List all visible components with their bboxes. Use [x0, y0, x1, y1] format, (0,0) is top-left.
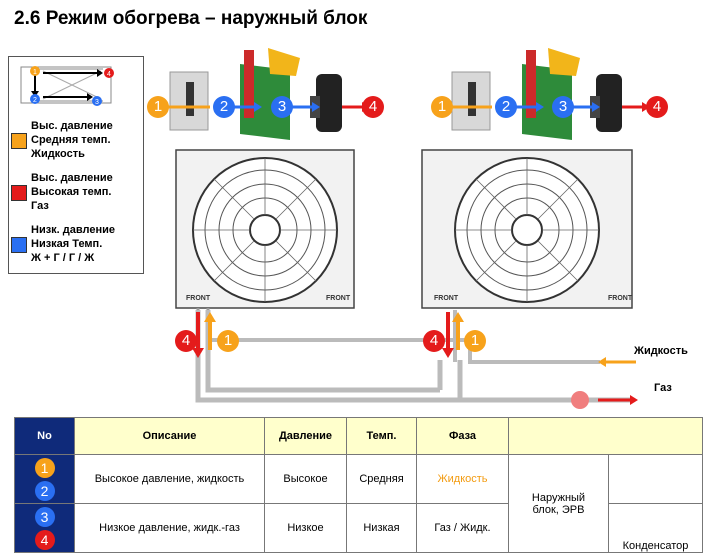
row-temp: Низкая: [346, 503, 417, 553]
row-number-3: 3: [34, 506, 55, 527]
legend-text-3: Низк. давление Низкая Темп. Ж + Г / Г / …: [31, 224, 115, 264]
legend-item-high-pressure-liquid: Выс. давление Средняя темп. Жидкость: [11, 119, 141, 165]
fan-icon: [268, 48, 300, 76]
row-pressure: Низкое: [264, 503, 347, 553]
row-phase: Газ / Жидк.: [416, 503, 509, 553]
step-1-marker: 1: [431, 96, 453, 118]
row-numbers: 3 4: [14, 503, 75, 553]
front-label-left: FRONT: [186, 295, 211, 302]
mini-step-1: 1: [33, 69, 37, 76]
legend-item-high-pressure-gas: Выс. давление Высокая темп. Газ: [11, 171, 141, 217]
empty-cell: [608, 454, 703, 504]
legend-swatch-orange: [11, 133, 27, 149]
step-4-marker: 4: [646, 96, 668, 118]
front-label-right: FRONT: [608, 295, 633, 302]
fan-icon: [548, 48, 580, 76]
page-title: 2.6 Режим обогрева – наружный блок: [14, 8, 368, 29]
front-label-right: FRONT: [326, 295, 351, 302]
mini-step-4: 4: [107, 71, 111, 78]
legend-swatch-red: [11, 185, 27, 201]
gas-pipe-label: Газ: [654, 382, 672, 394]
header-pressure: Давление: [264, 417, 347, 455]
row-temp: Средняя: [346, 454, 417, 504]
front-label-left: FRONT: [434, 295, 459, 302]
legend-text-1: Выс. давление Средняя темп. Жидкость: [31, 120, 113, 160]
component-partial-cell: Конденсатор: [608, 503, 703, 553]
legend-box: 1 2 3 4 Выс. давление Средняя темп. Жидк…: [8, 56, 144, 274]
step-3-marker: 3: [271, 96, 293, 118]
step-1-marker: 1: [217, 330, 239, 352]
header-phase: Фаза: [416, 417, 509, 455]
step-1-marker: 1: [464, 330, 486, 352]
legend-item-low-pressure: Низк. давление Низкая Темп. Ж + Г / Г / …: [11, 223, 141, 269]
header-component: [508, 417, 703, 455]
step-4-marker: 4: [175, 330, 197, 352]
header-no: No: [14, 417, 75, 455]
step-2-marker: 2: [213, 96, 235, 118]
mini-step-3: 3: [95, 99, 99, 106]
mini-step-2: 2: [33, 97, 37, 104]
row-number-1: 1: [34, 457, 55, 478]
compressor-image: [316, 74, 342, 132]
legend-swatch-blue: [11, 237, 27, 253]
step-4-marker: 4: [362, 96, 384, 118]
outdoor-unit-1: FRONT FRONT: [158, 48, 370, 320]
component-cell: Наружный блок, ЭРВ: [508, 454, 609, 553]
states-table: No Описание Давление Темп. Фаза 1 2 Высо…: [14, 417, 703, 553]
step-1-marker: 1: [147, 96, 169, 118]
row-numbers: 1 2: [14, 454, 75, 504]
step-3-marker: 3: [552, 96, 574, 118]
outdoor-unit-2: FRONT FRONT: [421, 48, 650, 309]
header-description: Описание: [74, 417, 265, 455]
row-description: Низкое давление, жидк.-газ: [74, 503, 265, 553]
step-4-marker: 4: [423, 330, 445, 352]
row-phase: Жидкость: [416, 454, 509, 504]
mini-cycle-diagram: 1 2 3 4: [20, 66, 114, 106]
piping-diagram: [192, 310, 638, 409]
liquid-pipe-label: Жидкость: [634, 345, 688, 357]
compressor-image: [596, 74, 622, 132]
row-pressure: Высокое: [264, 454, 347, 504]
legend-text-2: Выс. давление Высокая темп. Газ: [31, 172, 113, 212]
row-number-2: 2: [34, 480, 55, 501]
header-temp: Темп.: [346, 417, 417, 455]
step-2-marker: 2: [495, 96, 517, 118]
table-header-row: No Описание Давление Темп. Фаза: [14, 417, 703, 455]
table-row: 1 2 Высокое давление, жидкость Высокое С…: [14, 454, 703, 553]
row-description: Высокое давление, жидкость: [74, 454, 265, 504]
